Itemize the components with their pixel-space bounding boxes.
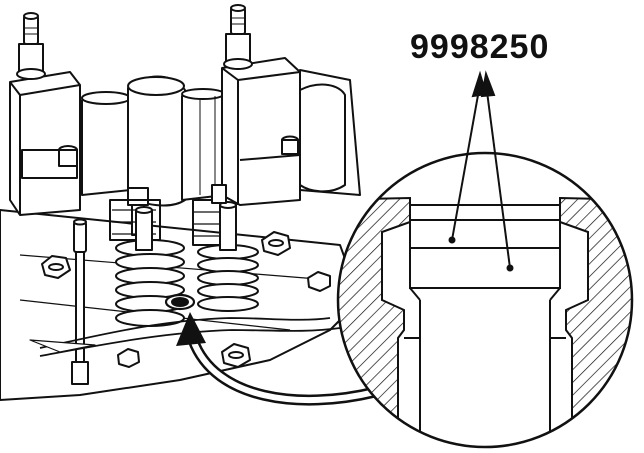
- engine-assembly-drawing: [0, 4, 361, 401]
- leader-lines: [451, 70, 511, 269]
- stud-bolt-left: [16, 12, 46, 80]
- bearing-cap-right: [221, 57, 301, 206]
- camshaft: [81, 75, 226, 207]
- bearing-cap-left: [9, 71, 81, 216]
- part-number-label: 9998250: [410, 28, 550, 66]
- valve-spring-left: [109, 187, 185, 327]
- stud-bolt-right: [223, 4, 253, 70]
- curved-pointer-arrow: [176, 312, 381, 406]
- wire: [39, 317, 331, 349]
- seal-bushing: [409, 204, 561, 301]
- detail-zoom-circle: [336, 151, 634, 449]
- tool-rod: [71, 218, 89, 385]
- valve-spring-right: [192, 184, 259, 312]
- hex-nuts: [41, 231, 331, 368]
